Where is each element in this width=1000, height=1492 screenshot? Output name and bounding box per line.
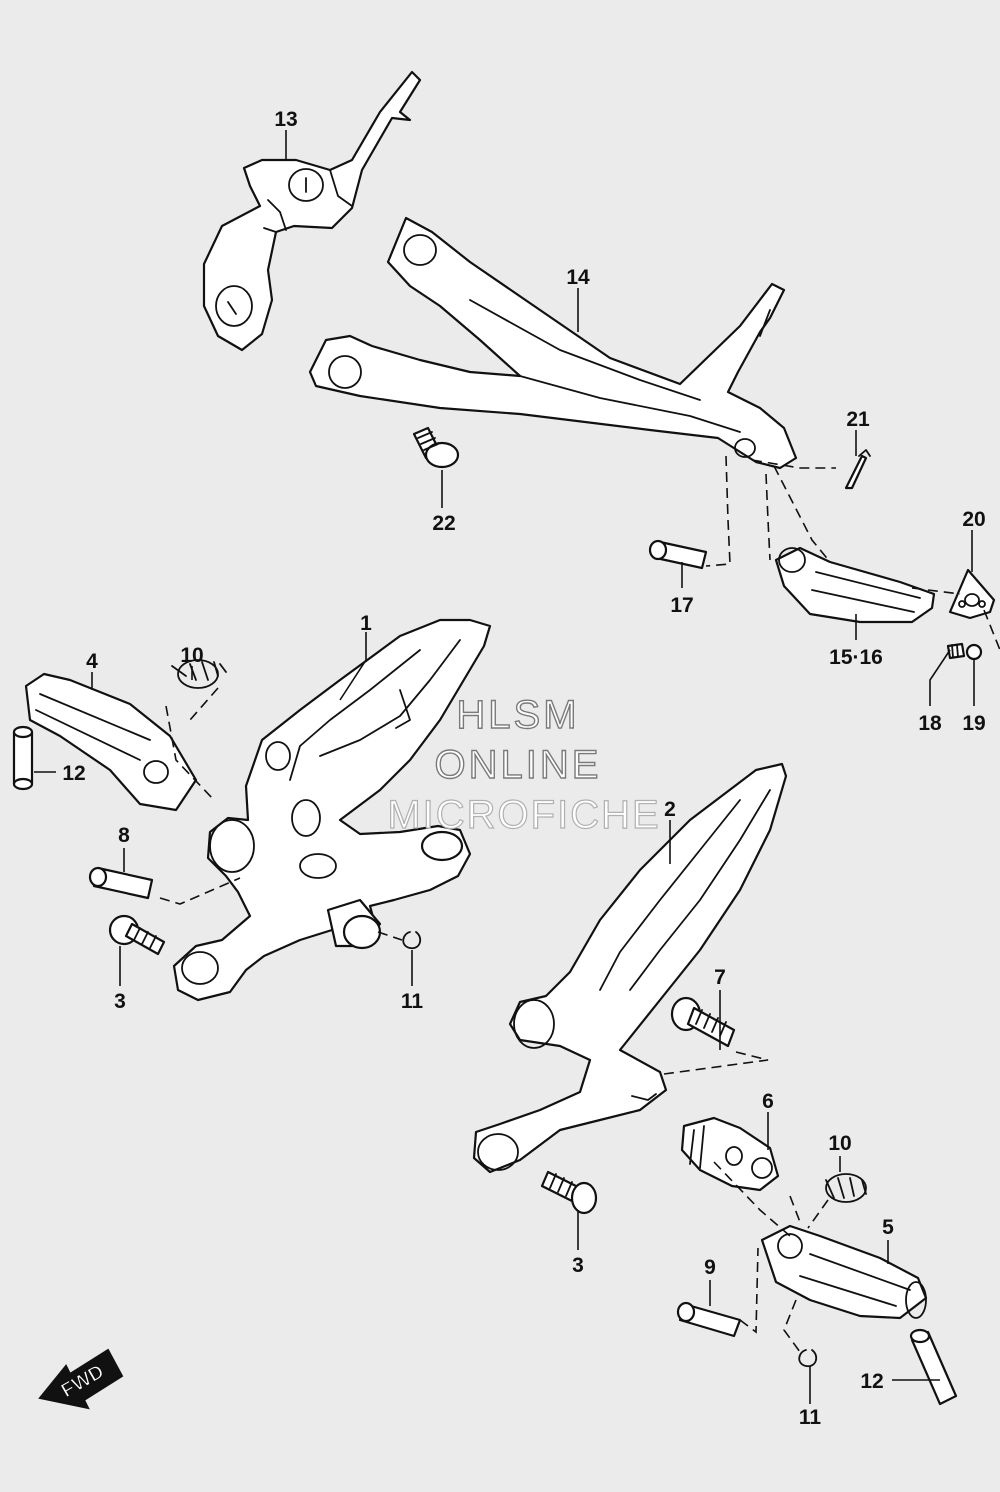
callout-12-left: 12	[62, 762, 85, 785]
callout-6: 6	[762, 1090, 774, 1113]
watermark-line-3: MICROFICHE	[387, 793, 660, 837]
part-7-bolt	[670, 996, 736, 1048]
callout-14: 14	[566, 266, 590, 289]
callout-8: 8	[118, 824, 130, 847]
callout-21: 21	[846, 408, 870, 431]
part-19-ball	[965, 643, 983, 661]
part-21-cotter-pin	[844, 449, 871, 490]
part-9-pin	[676, 1301, 742, 1338]
part-14-rear-bracket	[308, 216, 798, 470]
callout-3-right: 3	[572, 1254, 584, 1277]
callout-10-left: 10	[180, 644, 203, 667]
callout-4: 4	[86, 650, 98, 673]
part-13-heel-guard	[202, 70, 422, 352]
callout-3-left: 3	[114, 990, 126, 1013]
callout-1: 1	[360, 612, 372, 635]
part-11-clip-left	[402, 931, 422, 950]
callout-22: 22	[432, 512, 455, 535]
part-12-pin-right	[909, 1328, 958, 1406]
watermark-line-1: HLSM	[456, 693, 579, 737]
watermark-line-2: ONLINE	[435, 743, 602, 787]
part-11-clip-right	[798, 1349, 818, 1368]
callout-12-right: 12	[860, 1370, 883, 1393]
part-20-plate	[948, 568, 996, 620]
callout-13: 13	[274, 108, 297, 131]
part-5-right-footpeg	[760, 1224, 928, 1320]
part-8-pin	[88, 866, 154, 900]
callout-11-left: 11	[401, 990, 424, 1013]
part-10-spring-right	[825, 1173, 867, 1203]
part-4-left-footpeg	[24, 672, 198, 812]
callout-5: 5	[882, 1216, 894, 1239]
assembly-lines	[159, 455, 1000, 1353]
leader-lines	[34, 130, 975, 1404]
part-10-spring-left	[171, 659, 227, 689]
callout-15-16: 15·16	[829, 646, 883, 669]
part-22-bolt	[412, 426, 460, 469]
part-6-pivot	[680, 1116, 780, 1192]
part-2-right-bracket	[472, 762, 788, 1174]
watermark: HLSM ONLINE MICROFICHE	[387, 692, 660, 837]
fwd-arrow-icon: FWD	[38, 1348, 124, 1410]
part-3-bolt-left	[108, 914, 166, 956]
callout-20: 20	[962, 508, 985, 531]
part-3-bolt-right	[540, 1170, 598, 1215]
part-18-screw	[946, 642, 966, 660]
part-17-pin	[648, 539, 708, 570]
part-15-16-footpeg	[774, 546, 936, 624]
callout-19: 19	[962, 712, 985, 735]
callout-2: 2	[664, 798, 676, 821]
part-12-pin-left	[12, 725, 34, 791]
callout-18: 18	[918, 712, 942, 735]
callout-7: 7	[714, 966, 726, 989]
callout-10-right: 10	[828, 1132, 851, 1155]
callout-numbers: 13 14 21 22 20 17 15·16 18 19 1 4 10 12 …	[62, 108, 985, 1429]
callout-17: 17	[670, 594, 693, 617]
callout-9: 9	[704, 1256, 716, 1279]
callout-11-right: 11	[799, 1406, 822, 1429]
part-1-left-bracket	[172, 618, 492, 1002]
